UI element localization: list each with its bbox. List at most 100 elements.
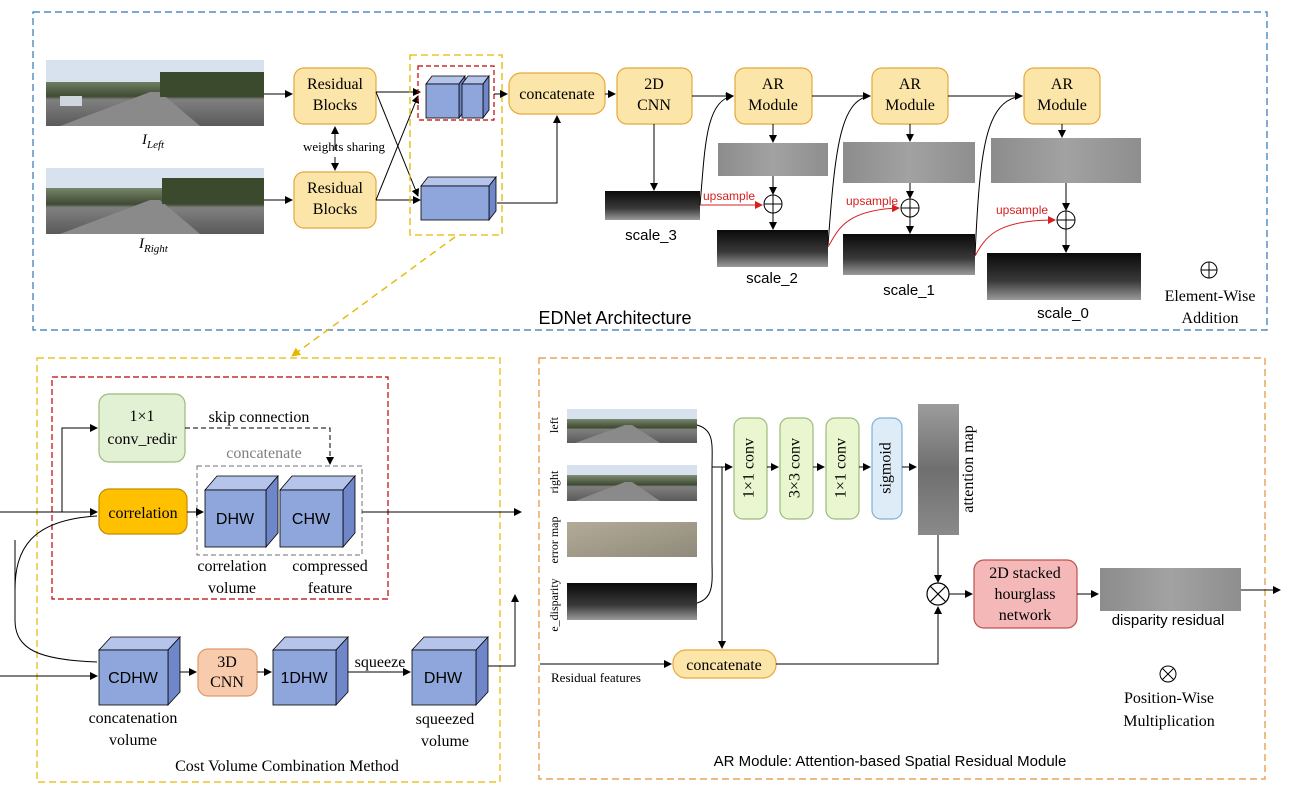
left-image-label: ILeft bbox=[141, 132, 165, 151]
ar1-residual-image bbox=[718, 143, 828, 176]
conv-3x3: 3×3 conv bbox=[779, 417, 814, 520]
svg-text:AR: AR bbox=[899, 76, 922, 93]
concatenation-volume-label-2: volume bbox=[109, 732, 157, 749]
sigmoid-box: sigmoid bbox=[871, 417, 903, 520]
one-dhw-volume: 1DHW bbox=[272, 635, 349, 707]
correlation-branch-frame bbox=[51, 376, 389, 600]
ar-input-right-image bbox=[567, 465, 697, 501]
scale-2-image bbox=[717, 230, 828, 267]
cost-volume-title: Cost Volume Combination Method bbox=[175, 758, 399, 775]
ar-input-e-disparity-label: e_disparity bbox=[547, 578, 561, 631]
svg-text:Residual: Residual bbox=[307, 76, 364, 93]
concatenate-group-frame bbox=[196, 465, 363, 556]
multiply-circle bbox=[926, 582, 950, 606]
ar-input-e-disparity-image bbox=[567, 583, 697, 620]
svg-text:AR: AR bbox=[762, 76, 785, 93]
scale-1-label: scale_1 bbox=[883, 282, 935, 299]
correlation-box: correlation bbox=[98, 488, 188, 535]
concatenate-gray-label: concatenate bbox=[226, 445, 302, 462]
concatenate-bottom: concatenate bbox=[672, 649, 777, 679]
right-image-label: IRight bbox=[138, 236, 169, 255]
svg-text:Element-Wise: Element-Wise bbox=[1165, 288, 1256, 305]
scale-2-label: scale_2 bbox=[746, 270, 798, 287]
cnn-3d-box: 3D CNN bbox=[197, 648, 258, 697]
cost-volume-section-frame bbox=[36, 357, 501, 783]
svg-text:Position-Wise: Position-Wise bbox=[1124, 690, 1214, 707]
ar-input-error-map-label: error map bbox=[547, 517, 561, 564]
svg-text:concatenate: concatenate bbox=[686, 657, 762, 674]
compressed-feature-label-2: feature bbox=[308, 580, 352, 597]
zoom-connector bbox=[291, 236, 456, 357]
chw-compressed-feature: CHW bbox=[279, 474, 356, 549]
correlation-volume-label-2: volume bbox=[208, 580, 256, 597]
squeezed-volume-label: squeezed bbox=[416, 711, 475, 728]
weights-sharing-label: weights sharing bbox=[303, 139, 385, 154]
svg-text:concatenate: concatenate bbox=[519, 86, 595, 103]
svg-text:hourglass: hourglass bbox=[994, 586, 1055, 603]
svg-text:Blocks: Blocks bbox=[313, 97, 357, 114]
scale-1-image bbox=[843, 234, 975, 275]
svg-text:network: network bbox=[999, 607, 1051, 624]
scale-3-label: scale_3 bbox=[625, 227, 677, 244]
svg-text:1×1: 1×1 bbox=[129, 408, 154, 425]
attention-map-image bbox=[918, 404, 959, 535]
scale-0-image bbox=[987, 253, 1141, 300]
svg-text:Blocks: Blocks bbox=[313, 201, 357, 218]
svg-text:CDHW: CDHW bbox=[108, 670, 159, 687]
position-wise-multiplication-legend: Position-Wise Multiplication bbox=[1123, 665, 1215, 730]
attention-map-label: attention map bbox=[960, 425, 977, 513]
ar-input-error-map-image bbox=[567, 522, 697, 557]
ar-input-right-label: right bbox=[547, 470, 561, 493]
cost-volume-inner-frame bbox=[417, 65, 495, 121]
svg-text:3D: 3D bbox=[217, 654, 237, 671]
concatenate-top: concatenate bbox=[508, 72, 606, 115]
concatenation-volume-label: concatenation bbox=[89, 710, 178, 727]
right-input-image bbox=[46, 168, 264, 234]
top-section-frame bbox=[32, 11, 1268, 331]
svg-text:1×1 conv: 1×1 conv bbox=[741, 438, 758, 498]
svg-text:Module: Module bbox=[1037, 97, 1087, 114]
squeeze-label: squeeze bbox=[355, 654, 406, 671]
skip-connection-label: skip connection bbox=[209, 409, 310, 426]
left-input-image bbox=[46, 60, 264, 126]
upsample-label-3: upsample bbox=[996, 203, 1048, 217]
svg-text:1×1 conv: 1×1 conv bbox=[833, 438, 850, 498]
correlation-volume-label: correlation bbox=[197, 558, 266, 575]
svg-text:sigmoid: sigmoid bbox=[878, 442, 895, 494]
cost-volume-top-blocks bbox=[425, 74, 490, 120]
squeezed-volume-label-2: volume bbox=[421, 733, 469, 750]
upsample-label-1: upsample bbox=[703, 189, 755, 203]
svg-text:1DHW: 1DHW bbox=[280, 670, 328, 687]
svg-text:DHW: DHW bbox=[424, 670, 463, 687]
cdhw-concatenation-volume: CDHW bbox=[98, 635, 181, 707]
svg-text:Residual: Residual bbox=[307, 180, 364, 197]
conv-1x1-first: 1×1 conv bbox=[733, 417, 768, 520]
svg-text:CNN: CNN bbox=[637, 97, 671, 114]
svg-text:CNN: CNN bbox=[210, 674, 244, 691]
svg-text:Multiplication: Multiplication bbox=[1123, 713, 1215, 730]
svg-text:correlation: correlation bbox=[108, 505, 177, 522]
cost-volume-group-frame bbox=[409, 54, 503, 236]
svg-text:conv_redir: conv_redir bbox=[107, 431, 177, 448]
dhw-correlation-volume: DHW bbox=[204, 474, 279, 549]
svg-text:2D stacked: 2D stacked bbox=[989, 565, 1061, 582]
conv-redir-box: 1×1 conv_redir bbox=[98, 393, 186, 463]
cost-volume-bottom-block bbox=[420, 175, 497, 222]
svg-text:CHW: CHW bbox=[292, 511, 331, 528]
ar-module-3: AR Module bbox=[1023, 67, 1101, 125]
conv-1x1-second: 1×1 conv bbox=[825, 417, 860, 520]
residual-blocks-bottom: Residual Blocks bbox=[293, 171, 377, 229]
ar3-residual-image bbox=[991, 138, 1141, 183]
scale-0-label: scale_0 bbox=[1037, 305, 1089, 322]
scale-3-image bbox=[605, 191, 700, 220]
element-wise-addition-legend: Element-Wise Addition bbox=[1165, 261, 1256, 327]
upsample-label-2: upsample bbox=[846, 194, 898, 208]
ar-input-left-label: left bbox=[547, 416, 561, 433]
ar-module-1: AR Module bbox=[734, 67, 813, 125]
residual-features-label: Residual features bbox=[551, 670, 641, 685]
ar-module-section-frame bbox=[538, 357, 1266, 780]
top-section-title: EDNet Architecture bbox=[538, 308, 691, 328]
dhw-squeezed-volume: DHW bbox=[411, 635, 489, 707]
ar-module-title: AR Module: Attention-based Spatial Resid… bbox=[714, 753, 1067, 770]
